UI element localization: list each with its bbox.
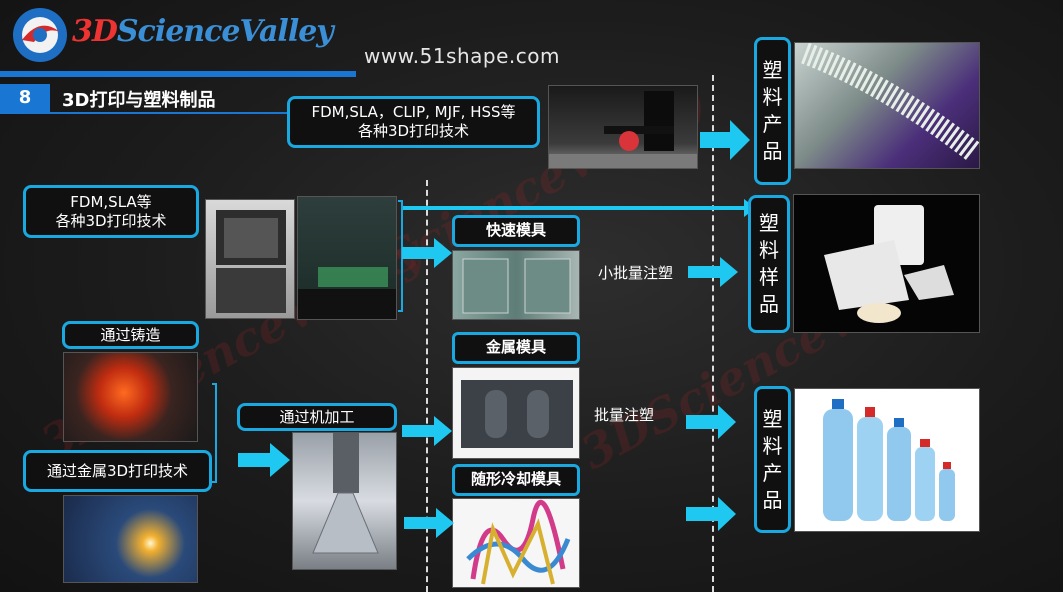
casting-box: 通过铸造 bbox=[62, 321, 199, 349]
output-char: 样 bbox=[759, 265, 779, 289]
metal-casting-photo bbox=[63, 352, 198, 442]
mid-3d-printing-tech-box: FDM,SLA等 各种3D打印技术 bbox=[23, 185, 199, 238]
top-3d-printing-tech-box: FDM,SLA，CLIP, MJF, HSS等 各种3D打印技术 bbox=[287, 96, 540, 148]
section-number: 8 bbox=[0, 84, 50, 112]
metal-mold-photo bbox=[452, 367, 580, 459]
rapid-mold-photo bbox=[452, 250, 580, 320]
output-char: 料 bbox=[759, 238, 779, 262]
output-char: 品 bbox=[759, 292, 779, 316]
section-title: 3D打印与塑料制品 bbox=[62, 90, 216, 111]
small-batch-injection-label: 小批量注塑 bbox=[598, 264, 674, 282]
output-char: 产 bbox=[762, 112, 783, 136]
white-plastic-parts-photo bbox=[793, 194, 980, 333]
website-url: www.51shape.com bbox=[364, 44, 560, 68]
machining-box: 通过机加工 bbox=[237, 403, 397, 431]
arrow-right-icon bbox=[238, 443, 290, 477]
printed-shoe-sole-photo bbox=[794, 42, 980, 169]
arrow-right-icon bbox=[688, 257, 738, 287]
metal-3d-printing-box: 通过金属3D打印技术 bbox=[23, 450, 212, 492]
arrow-right-icon bbox=[404, 508, 454, 538]
arrow-right-icon bbox=[402, 238, 452, 268]
rapid-mold-header: 快速模具 bbox=[452, 215, 580, 247]
output-char: 料 bbox=[762, 433, 783, 458]
plastic-bottles-photo bbox=[794, 388, 980, 532]
logo-swirl-icon bbox=[13, 8, 67, 62]
3d-printer-photo bbox=[548, 85, 698, 169]
output-char: 塑 bbox=[762, 406, 783, 431]
dashed-divider bbox=[426, 180, 428, 592]
logo-wordmark: 3DScienceValley bbox=[72, 14, 334, 49]
logo-accent-text: 3D bbox=[72, 14, 118, 49]
long-connector-line bbox=[403, 206, 748, 210]
arrow-right-icon bbox=[402, 416, 452, 446]
conformal-cooling-mold-photo bbox=[452, 498, 580, 588]
output-char: 品 bbox=[762, 139, 783, 163]
arrow-right-icon bbox=[686, 497, 736, 531]
conformal-cooling-mold-header: 随形冷却模具 bbox=[452, 464, 580, 496]
sla-printer-photo bbox=[297, 196, 397, 320]
arrow-right-icon bbox=[686, 405, 736, 439]
dashed-divider bbox=[712, 75, 714, 592]
output-char: 品 bbox=[762, 487, 783, 512]
plastic-product-box-top: 塑 料 产 品 bbox=[754, 37, 791, 185]
output-char: 塑 bbox=[762, 58, 783, 82]
section-underline bbox=[0, 112, 356, 114]
group-bracket bbox=[212, 383, 217, 483]
arrow-right-icon bbox=[700, 120, 750, 160]
header-bar bbox=[0, 71, 356, 77]
output-char: 产 bbox=[762, 460, 783, 485]
output-char: 料 bbox=[762, 85, 783, 109]
batch-injection-label: 批量注塑 bbox=[594, 406, 655, 424]
desktop-3d-printer-photo bbox=[205, 199, 295, 319]
output-char: 塑 bbox=[759, 211, 779, 235]
metal-laser-printing-photo bbox=[63, 495, 198, 583]
plastic-sample-box: 塑 料 样 品 bbox=[748, 195, 790, 333]
metal-mold-header: 金属模具 bbox=[452, 332, 580, 364]
logo: 3DScienceValley bbox=[10, 6, 334, 68]
plastic-product-box-bottom: 塑 料 产 品 bbox=[754, 386, 791, 533]
logo-main-text: ScienceValley bbox=[116, 14, 334, 49]
cnc-machining-photo bbox=[292, 432, 397, 570]
